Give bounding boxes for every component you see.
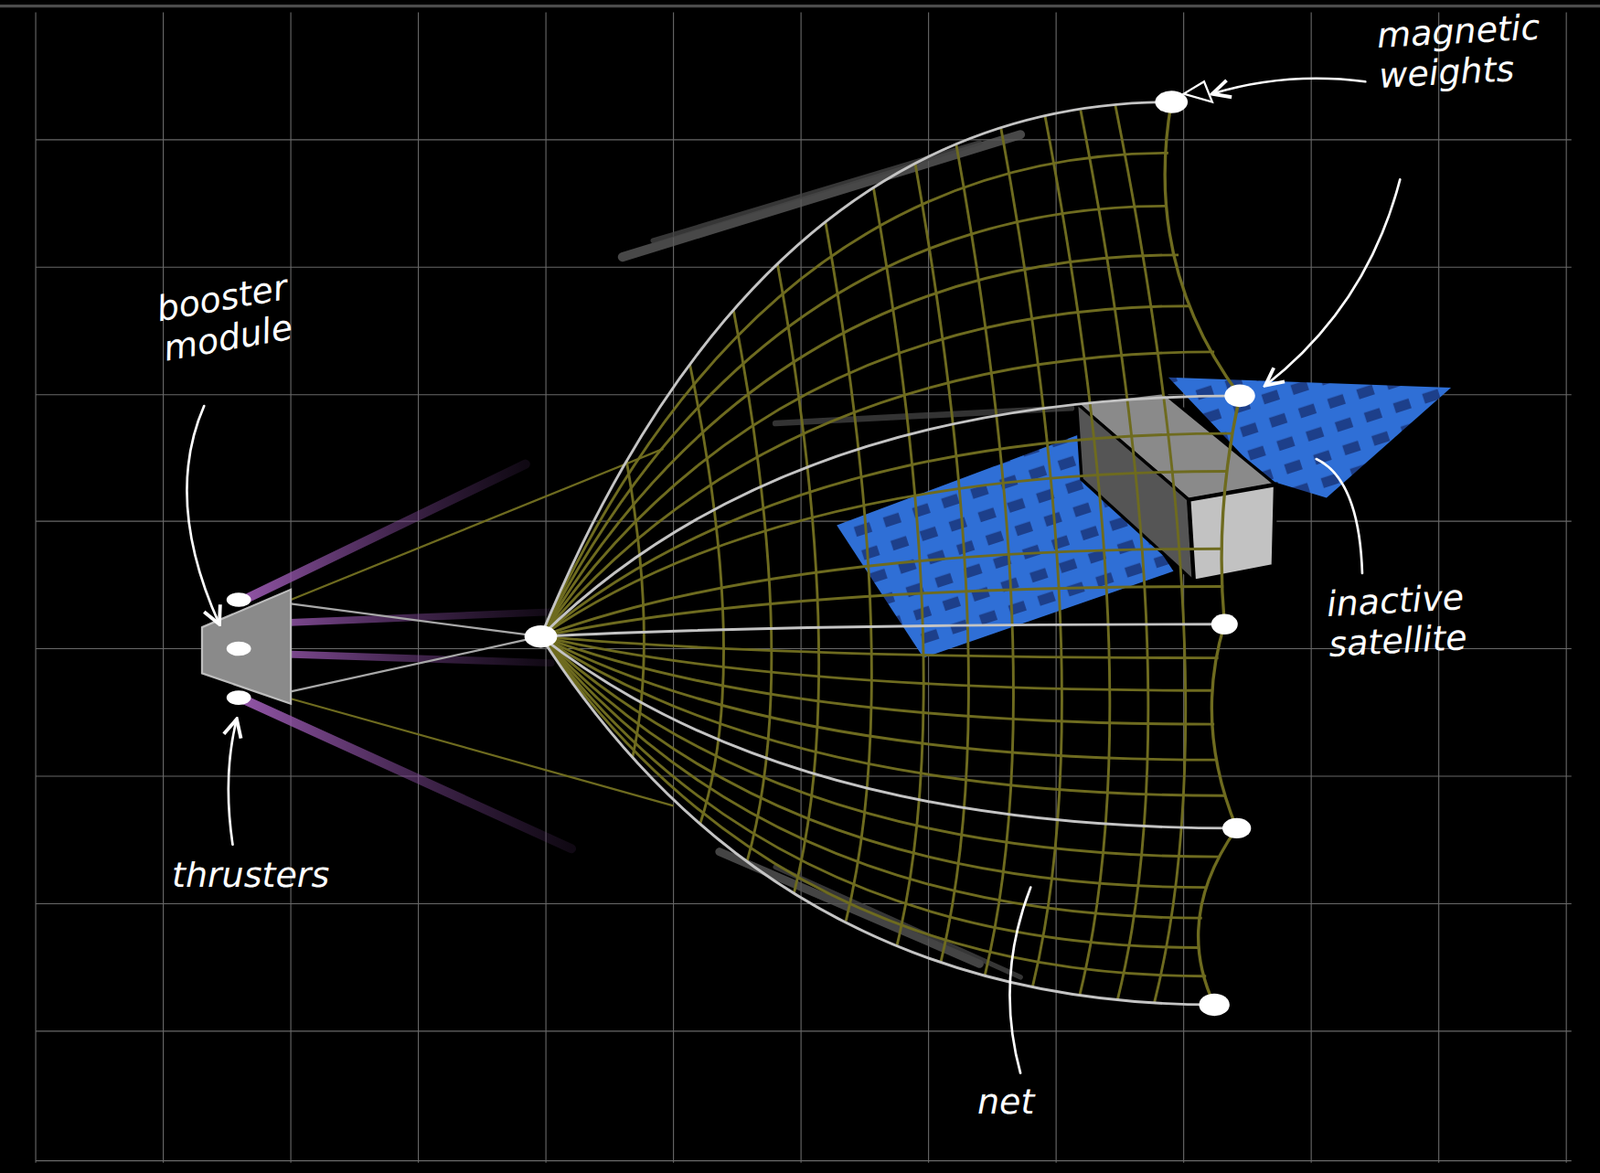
magnetic-weights — [524, 81, 1256, 1016]
callout-label: booster module — [153, 254, 375, 370]
grid — [0, 6, 1600, 1163]
net-cords — [541, 102, 1241, 1005]
callout-label: inactive satellite — [1325, 574, 1540, 665]
callout-label: thrusters — [171, 855, 374, 896]
callout-label: magnetic weights — [1376, 5, 1586, 96]
callout-label: net — [977, 1082, 1088, 1123]
net-mesh — [541, 102, 1241, 1005]
leader-lines — [186, 78, 1400, 1074]
booster-module — [202, 589, 291, 705]
tethers — [290, 448, 674, 806]
